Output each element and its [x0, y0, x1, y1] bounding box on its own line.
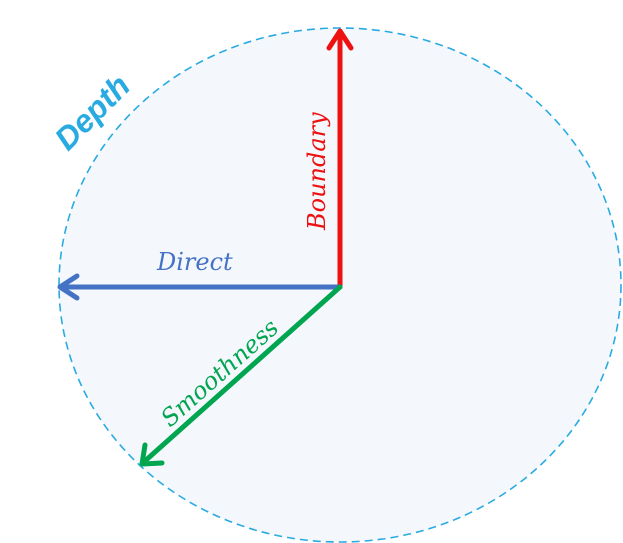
smoothness-arrowhead [139, 442, 165, 467]
direct-arrowhead [57, 273, 80, 301]
direct-label: Direct [156, 248, 233, 276]
boundary-arrowhead [326, 28, 354, 51]
smoothness-arrow [142, 284, 343, 464]
boundary-label: Boundary [303, 112, 331, 231]
